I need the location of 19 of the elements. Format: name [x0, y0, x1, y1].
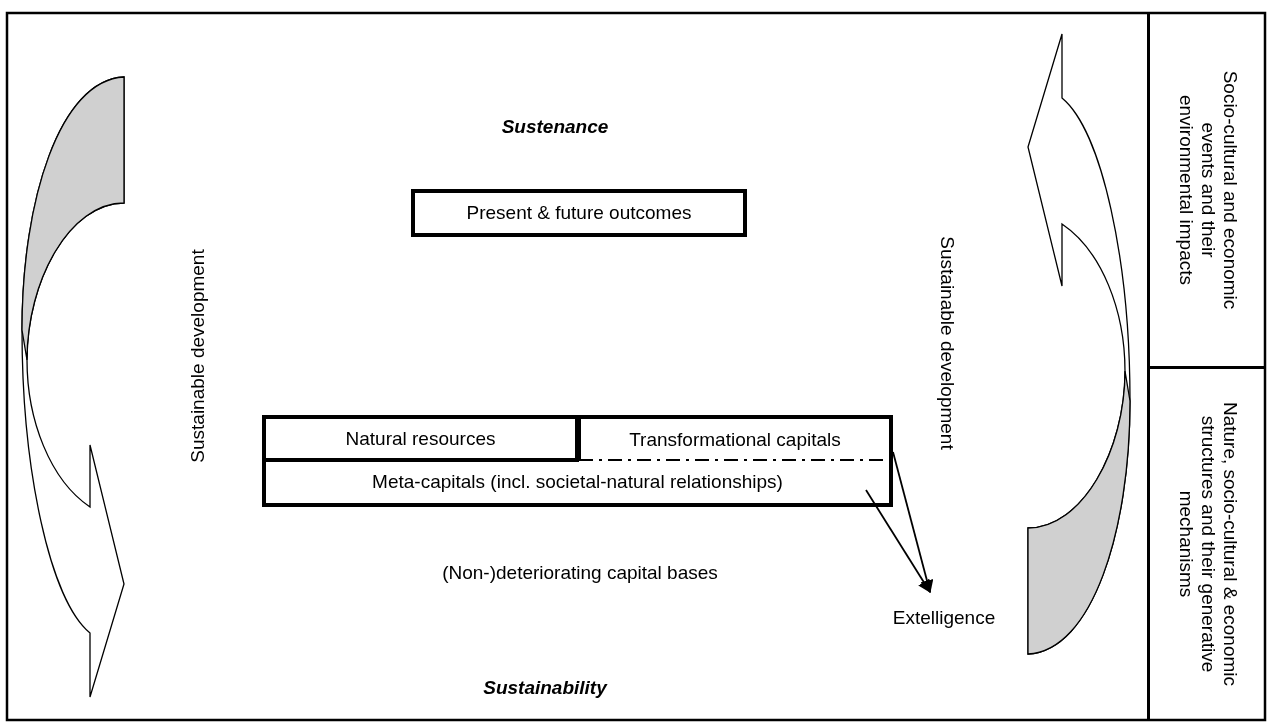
panel-text: Nature, socio-cultural & economic structures and their generative mechanisms	[1174, 400, 1241, 688]
axis-label: Sustainable development	[936, 236, 958, 450]
node-text: Transformational capitals	[629, 429, 841, 451]
node-text: Present & future outcomes	[466, 202, 692, 224]
arrow	[865, 489, 931, 594]
heading-label: Sustenance	[501, 116, 609, 138]
node-text: Meta-capitals (incl. societal-natural relationships)	[372, 470, 783, 493]
node-text: Extelligence	[892, 607, 996, 629]
outcome-box	[411, 189, 747, 237]
capital-box	[262, 460, 893, 507]
node-text: Natural resources	[345, 427, 496, 450]
capital-box	[262, 415, 579, 462]
caption-label: (Non-)deteriorating capital bases	[442, 562, 718, 584]
heading-label: Sustainability	[483, 677, 607, 699]
panel-text: Socio-cultural and economic events and their environmental impacts	[1174, 69, 1241, 311]
axis-label: Sustainable development	[187, 249, 209, 463]
arrow	[892, 451, 934, 594]
capital-box	[577, 415, 893, 461]
side-panel	[1147, 13, 1265, 369]
